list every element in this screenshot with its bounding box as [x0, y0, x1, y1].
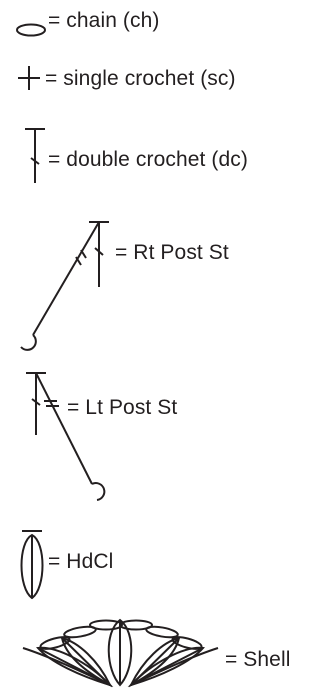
shell-symbol-icon [18, 612, 223, 688]
single-crochet-symbol-icon [14, 63, 44, 93]
left-post-stitch-symbol-icon [22, 369, 122, 509]
right-post-stitch-label: = Rt Post St [115, 241, 229, 264]
right-post-stitch-symbol-icon [15, 220, 127, 370]
hdcl-label: = HdCl [48, 550, 114, 573]
double-crochet-symbol-icon [20, 123, 50, 185]
shell-label: = Shell [225, 648, 291, 671]
chain-symbol-icon [14, 20, 48, 40]
double-crochet-label: = double crochet (dc) [48, 148, 248, 171]
single-crochet-label: = single crochet (sc) [45, 67, 236, 90]
chain-label: = chain (ch) [48, 9, 160, 32]
hdcl-symbol-icon [16, 528, 48, 602]
left-post-stitch-label: = Lt Post St [67, 396, 178, 419]
